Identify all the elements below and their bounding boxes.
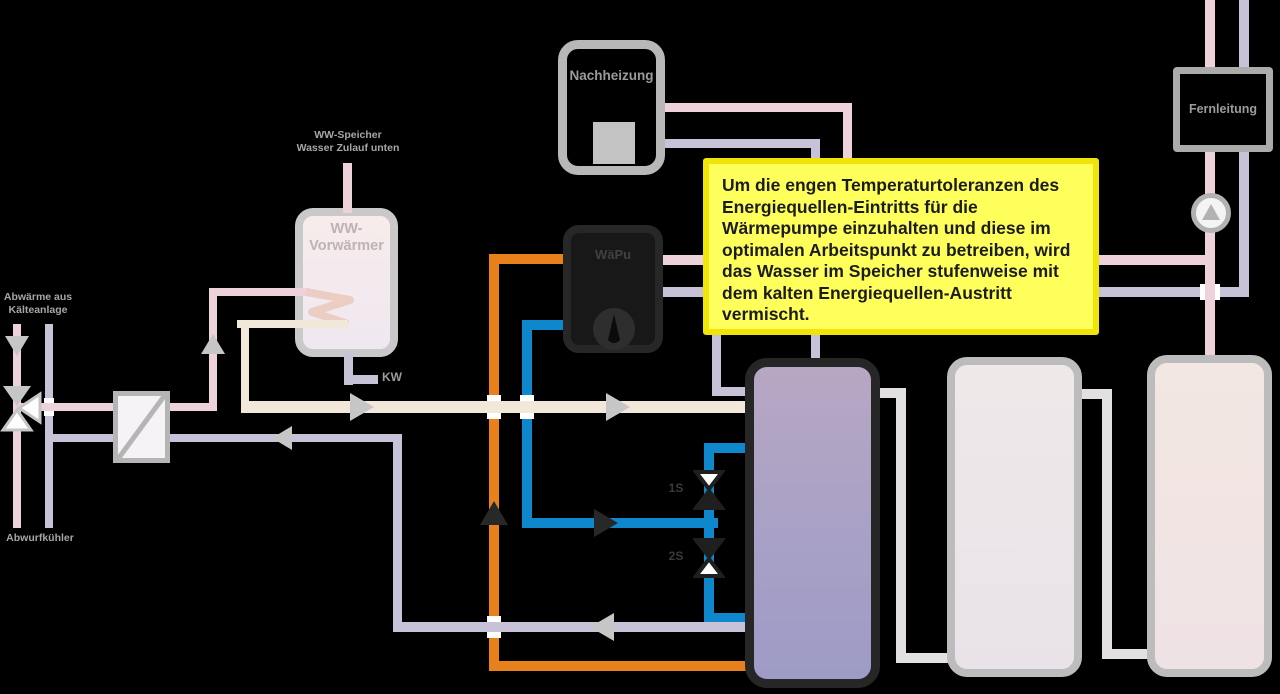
flow-arrow-left-icon xyxy=(590,613,614,641)
ww-storage-label: WW-Speicher Wasser Zulauf unten xyxy=(288,129,408,154)
buffer-tank-2 xyxy=(947,357,1082,677)
three-way-valve-icon xyxy=(0,386,42,432)
flow-arrow-right-black-icon xyxy=(594,509,618,537)
dump-cooler-label: Abwurfkühler xyxy=(6,532,74,544)
pipe-cascade2-bottom xyxy=(1102,649,1156,659)
reheater-label: Nachheizung xyxy=(569,68,654,83)
buffer-tank-3 xyxy=(1147,355,1272,677)
pipe-return-to-storage-vertical xyxy=(712,292,721,392)
mixing-valve-2-icon xyxy=(693,538,725,578)
flow-arrow-right-icon xyxy=(350,393,374,421)
reheater-element xyxy=(593,122,635,164)
pipe-coldwater-vertical xyxy=(344,353,353,385)
annotation-note: Um die engen Temperaturtoleranzen des En… xyxy=(703,158,1099,335)
pipe-source-cold-horizontal xyxy=(522,518,718,528)
pipe-mixing-top-stub xyxy=(704,443,750,453)
pump-triangle-icon xyxy=(1202,204,1220,220)
flow-arrow-right-icon xyxy=(606,393,630,421)
pipe-ww-storage-stub xyxy=(343,163,352,213)
mixing-valve-1-icon xyxy=(693,470,725,510)
flow-arrow-down-icon xyxy=(5,336,29,356)
flow-arrow-up-black-icon xyxy=(480,501,508,525)
waste-heat-source-label: Abwärme aus Kälteanlage xyxy=(0,291,76,316)
pipe-return-to-storage-stub xyxy=(712,387,752,396)
pipe-cascade2-top xyxy=(1076,389,1112,399)
waste-heat-source-line2: Kälteanlage xyxy=(8,303,68,316)
preheater-label: WW-Vorwärmer xyxy=(309,221,384,255)
stratified-storage-tank xyxy=(745,358,880,688)
pipe-source-hot-top xyxy=(489,254,567,264)
heat-exchanger-icon xyxy=(113,391,170,463)
district-line-box: Fernleitung xyxy=(1173,67,1273,152)
flow-arrow-up-icon xyxy=(201,334,225,354)
pipe-source-cold-stub xyxy=(522,320,567,330)
pipe-wasteheat-return-horizontal xyxy=(45,434,402,442)
pipe-coldwater-horizontal xyxy=(344,375,378,384)
pipe-wasteheat-return-vertical xyxy=(45,324,53,528)
compressor-needle-icon xyxy=(608,314,620,343)
pipe-mixing-bottom-stub xyxy=(704,613,750,623)
pipe-reheater-return-horizontal xyxy=(663,139,820,148)
pipe-source-hot-vertical xyxy=(489,254,499,671)
pipe-source-cold-vertical xyxy=(522,320,532,528)
pipe-district-supply-vertical xyxy=(1205,0,1215,362)
pipe-cascade1-vertical xyxy=(896,388,906,663)
pipe-coil-outlet xyxy=(237,320,348,328)
pipe-reheater-supply-horizontal xyxy=(663,103,852,112)
pipe-cascade2-vertical xyxy=(1102,389,1112,659)
pipe-storage-return-vertical xyxy=(393,434,402,632)
mixing-valve-2-label: 2S xyxy=(668,549,684,563)
coldwater-label: KW xyxy=(382,370,402,384)
pipe-source-hot-bottom xyxy=(489,661,750,671)
pipe-cascade1-top xyxy=(874,388,906,398)
ww-storage-label-line1: WW-Speicher xyxy=(314,129,382,141)
pipe-preheated-to-storage xyxy=(241,401,750,413)
pipe-mixing-vertical xyxy=(704,443,714,623)
pipe-coil-inlet xyxy=(209,288,310,296)
preheater-coil-icon xyxy=(305,288,354,328)
pipe-storage-return-horizontal xyxy=(393,622,750,632)
flow-arrow-left-icon xyxy=(272,426,292,450)
mixing-valve-1-label: 1S xyxy=(668,481,684,495)
heat-pump-label: WäPu xyxy=(594,247,632,262)
ww-storage-label-line2: Wasser Zulauf unten xyxy=(296,141,400,154)
district-line-label: Fernleitung xyxy=(1188,102,1258,116)
waste-heat-source-line1: Abwärme aus xyxy=(3,291,73,303)
pipe-preheated-down xyxy=(241,320,249,411)
pipe-cascade1-bottom xyxy=(896,653,952,663)
